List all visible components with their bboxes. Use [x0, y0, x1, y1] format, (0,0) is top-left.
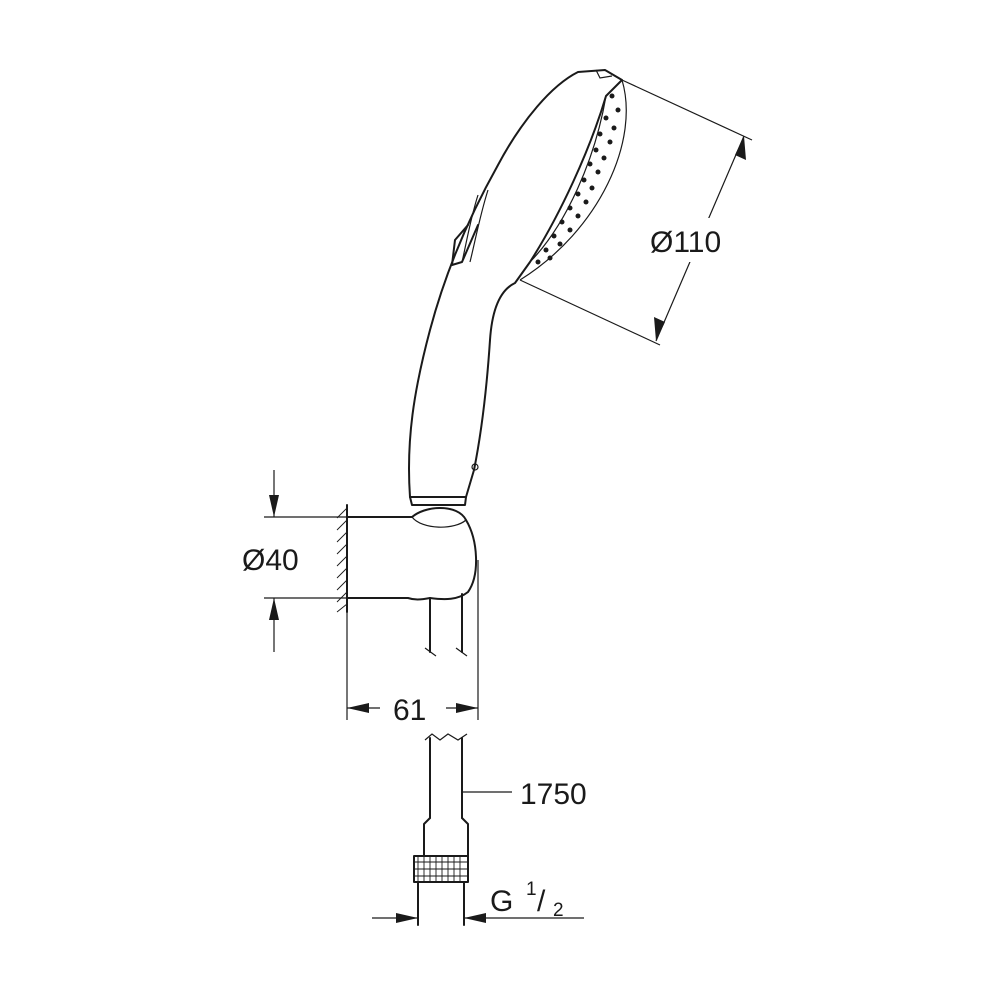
hose [413, 733, 469, 926]
dimension-holder-depth [346, 560, 479, 720]
thread-numerator: 1 [526, 879, 537, 900]
wall-hatching [336, 507, 348, 613]
dimension-head-diameter [519, 79, 753, 346]
thread-main: G [490, 885, 513, 918]
dimension-thread [372, 913, 584, 923]
wall-holder [336, 504, 478, 657]
holder-diameter-label: Ø40 [242, 544, 299, 577]
hose-length-label: 1750 [520, 778, 587, 811]
hand-shower [408, 69, 627, 506]
thread-size-label: G 1 / 2 [490, 879, 564, 921]
thread-slash: / [537, 885, 546, 918]
thread-denominator: 2 [553, 900, 564, 921]
knurled-nut-pattern [414, 856, 468, 882]
dimension-holder-diameter [264, 470, 347, 652]
head-diameter-label: Ø110 [650, 226, 721, 259]
holder-depth-label: 61 [393, 694, 426, 727]
spray-nozzles [535, 93, 621, 265]
